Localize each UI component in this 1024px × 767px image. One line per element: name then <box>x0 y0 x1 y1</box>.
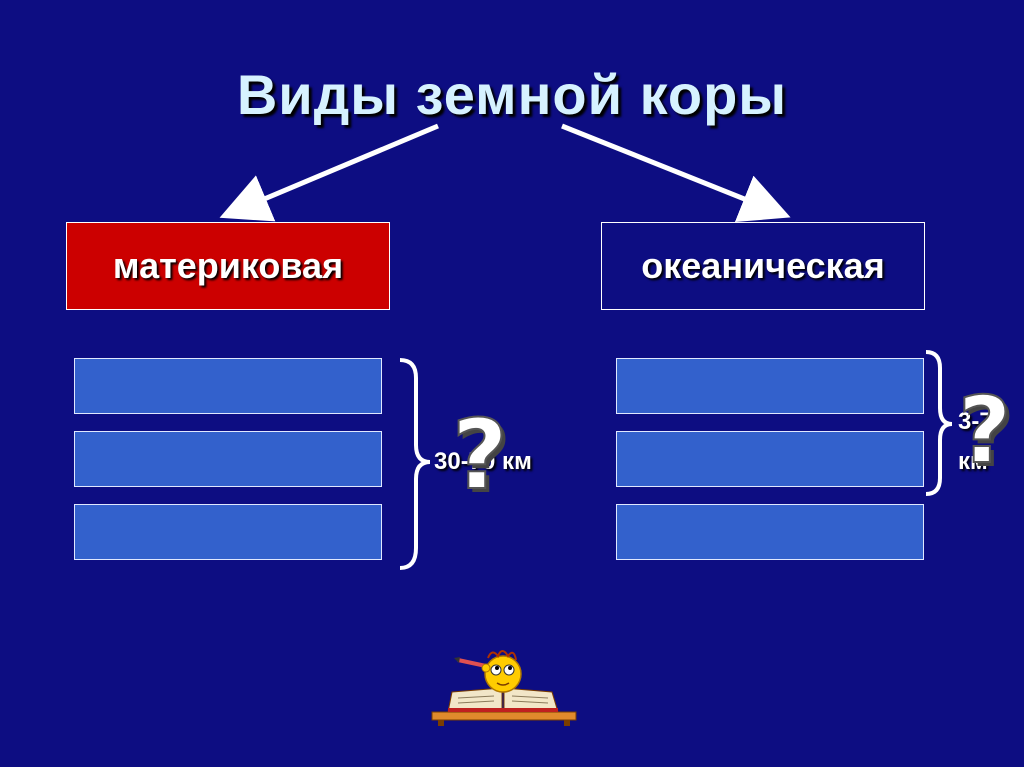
oceanic-label: океаническая <box>641 245 885 286</box>
oceanic-layer-3[interactable] <box>616 504 924 560</box>
arrow-left <box>219 123 439 222</box>
continental-brace <box>399 358 431 570</box>
question-mark-continental: ? <box>451 399 509 511</box>
slide-title: Виды земной коры <box>236 63 788 126</box>
continental-label: материковая <box>112 245 344 286</box>
oceanic-crust-box: океаническая <box>601 222 925 310</box>
continental-layer-1[interactable] <box>74 358 382 414</box>
oceanic-brace <box>925 350 953 496</box>
arrow-right <box>561 123 791 223</box>
reading-smiley-icon <box>431 650 577 726</box>
oceanic-layer-2[interactable] <box>616 431 924 487</box>
oceanic-layer-1[interactable] <box>616 358 924 414</box>
question-mark-oceanic: ? <box>957 377 1012 485</box>
continental-crust-box: материковая <box>66 222 390 310</box>
continental-layer-2[interactable] <box>74 431 382 487</box>
oceanic-thickness-bottom: км <box>958 448 988 475</box>
oceanic-thickness-top: 3-7 <box>958 408 993 435</box>
continental-layer-3[interactable] <box>74 504 382 560</box>
continental-thickness: 30-70 км <box>434 448 532 475</box>
